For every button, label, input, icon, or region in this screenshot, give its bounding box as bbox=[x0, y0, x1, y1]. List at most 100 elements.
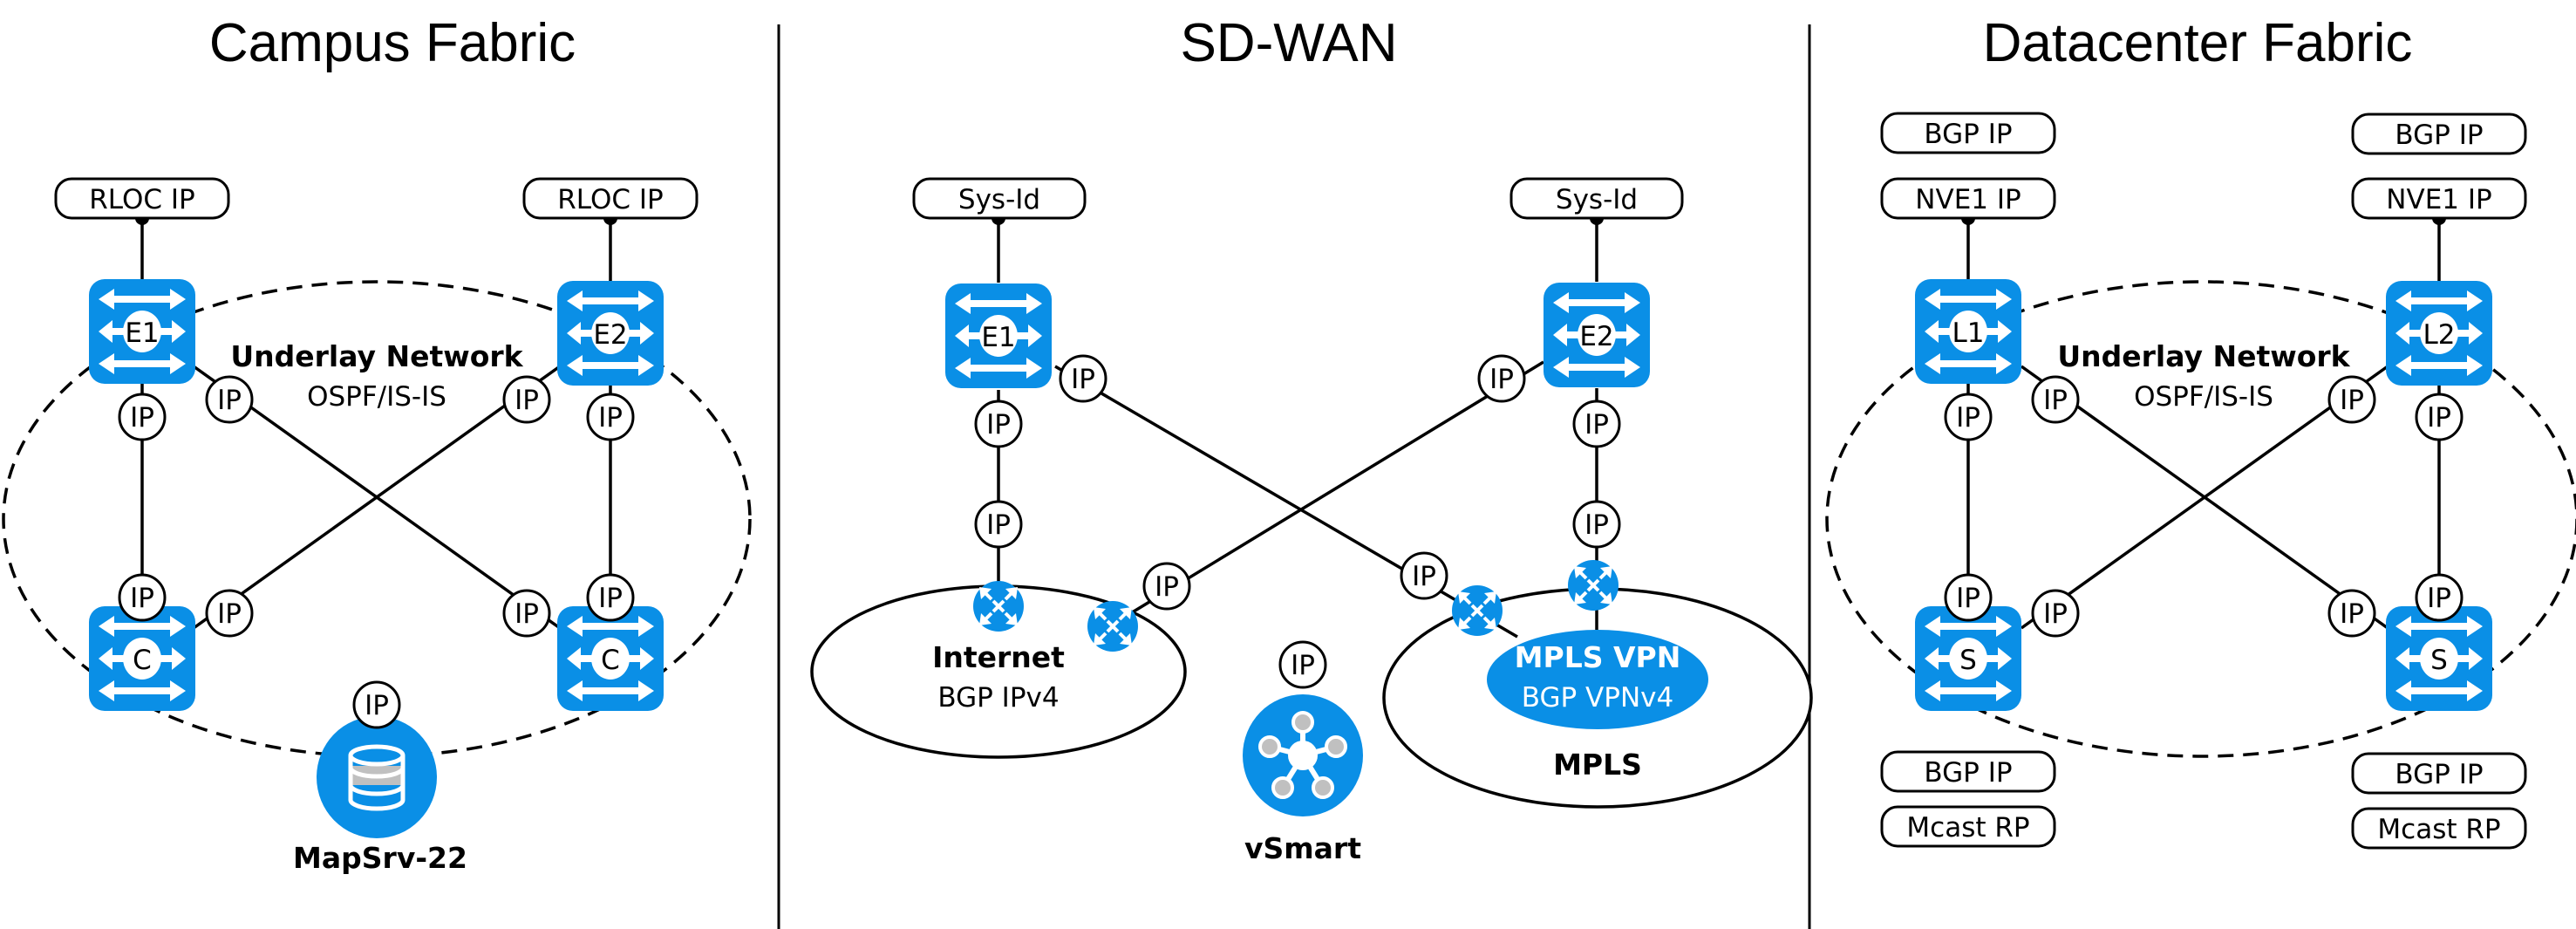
svg-text:IP: IP bbox=[2340, 385, 2364, 416]
svg-text:BGP IP: BGP IP bbox=[1924, 119, 2012, 150]
svg-text:RLOC IP: RLOC IP bbox=[89, 184, 194, 215]
control-switch-icon[interactable]: C bbox=[557, 606, 664, 711]
mcast-rp-label: Mcast RP bbox=[1880, 805, 2056, 848]
ip-badge: IP bbox=[1278, 640, 1327, 689]
ip-badge: IP bbox=[1059, 354, 1107, 403]
ip-badge: IP bbox=[2415, 573, 2464, 622]
internet-protocol: BGP IPv4 bbox=[937, 682, 1059, 714]
ip-badge: IP bbox=[1400, 551, 1448, 600]
panel-title: SD-WAN bbox=[1180, 13, 1397, 73]
svg-text:L2: L2 bbox=[2423, 319, 2456, 351]
rloc-label: RLOC IP bbox=[522, 177, 699, 220]
svg-text:IP: IP bbox=[2427, 402, 2451, 434]
svg-text:Mcast RP: Mcast RP bbox=[2377, 814, 2500, 845]
svg-text:IP: IP bbox=[217, 385, 242, 416]
router-icon[interactable] bbox=[971, 579, 1026, 633]
vsmart-controller-icon[interactable] bbox=[1243, 694, 1363, 816]
ip-badge: IP bbox=[586, 393, 635, 441]
svg-text:IP: IP bbox=[515, 385, 539, 416]
svg-text:IP: IP bbox=[1291, 650, 1315, 681]
svg-text:IP: IP bbox=[2340, 598, 2364, 630]
ip-badge: IP bbox=[352, 680, 401, 729]
svg-text:C: C bbox=[601, 645, 620, 676]
ip-badge: IP bbox=[2327, 589, 2376, 638]
server-label: MapSrv-22 bbox=[293, 841, 467, 875]
mcast-rp-label: Mcast RP bbox=[2351, 807, 2527, 850]
edge-switch-icon[interactable]: E1 bbox=[89, 279, 195, 384]
ip-badge: IP bbox=[118, 393, 167, 441]
leaf-switch-icon[interactable]: L2 bbox=[2386, 281, 2492, 386]
mpls-vpn-title: MPLS VPN bbox=[1515, 640, 1681, 674]
router-icon[interactable] bbox=[1450, 584, 1504, 638]
ip-badge: IP bbox=[1944, 393, 1993, 441]
svg-text:IP: IP bbox=[2427, 583, 2451, 614]
map-server-icon[interactable] bbox=[317, 716, 437, 838]
sys-id-label: Sys-Id bbox=[912, 177, 1087, 220]
svg-text:IP: IP bbox=[217, 598, 242, 630]
svg-text:IP: IP bbox=[2043, 598, 2068, 630]
router-icon[interactable] bbox=[1086, 599, 1140, 653]
spine-switch-icon[interactable]: S bbox=[1915, 606, 2021, 711]
svg-text:IP: IP bbox=[1584, 409, 1609, 441]
sys-id-label: Sys-Id bbox=[1509, 177, 1684, 220]
svg-text:IP: IP bbox=[598, 402, 623, 434]
ip-badge: IP bbox=[1944, 573, 1993, 622]
svg-text:E1: E1 bbox=[981, 322, 1015, 353]
svg-text:NVE1 IP: NVE1 IP bbox=[2386, 184, 2491, 215]
mpls-vpn-protocol: BGP VPNv4 bbox=[1522, 682, 1673, 714]
svg-text:IP: IP bbox=[986, 509, 1011, 541]
bgp-ip-label: BGP IP bbox=[1880, 112, 2056, 154]
svg-text:IP: IP bbox=[1155, 571, 1179, 603]
svg-text:C: C bbox=[133, 645, 152, 676]
ip-badge: IP bbox=[974, 500, 1023, 549]
edge-switch-icon[interactable]: E1 bbox=[945, 283, 1052, 388]
spine-switch-icon[interactable]: S bbox=[2386, 606, 2492, 711]
ip-badge: IP bbox=[205, 589, 254, 638]
mpls-vpn-bubble bbox=[1487, 630, 1708, 729]
svg-text:BGP IP: BGP IP bbox=[2395, 120, 2483, 151]
svg-text:IP: IP bbox=[598, 583, 623, 614]
svg-text:IP: IP bbox=[515, 598, 539, 630]
sdwan-panel: SD-WAN Sys-Id Sys-Id E1 E2 IP IP bbox=[810, 13, 1813, 865]
svg-text:IP: IP bbox=[130, 402, 154, 434]
bgp-ip-label: BGP IP bbox=[2351, 752, 2527, 795]
edge-switch-icon[interactable]: E2 bbox=[557, 281, 664, 386]
svg-text:E2: E2 bbox=[593, 319, 627, 351]
ip-badge: IP bbox=[502, 589, 551, 638]
ip-badge: IP bbox=[586, 573, 635, 622]
ip-badge: IP bbox=[118, 573, 167, 622]
control-switch-icon[interactable]: C bbox=[89, 606, 195, 711]
panel-title: Datacenter Fabric bbox=[1983, 13, 2413, 73]
underlay-boundary bbox=[1825, 280, 2576, 758]
ip-badge: IP bbox=[2031, 375, 2080, 424]
svg-text:Sys-Id: Sys-Id bbox=[1556, 184, 1638, 215]
ip-badge: IP bbox=[1142, 562, 1191, 611]
internet-title: Internet bbox=[932, 640, 1065, 674]
svg-text:L1: L1 bbox=[1952, 318, 1985, 349]
svg-text:BGP IP: BGP IP bbox=[1924, 757, 2012, 789]
ip-badge: IP bbox=[1572, 400, 1621, 448]
svg-text:E1: E1 bbox=[125, 318, 159, 349]
leaf-switch-icon[interactable]: L1 bbox=[1915, 279, 2021, 384]
ip-badge: IP bbox=[1477, 354, 1526, 403]
router-icon[interactable] bbox=[1566, 558, 1620, 612]
svg-text:IP: IP bbox=[986, 409, 1011, 441]
svg-text:E2: E2 bbox=[1579, 321, 1613, 352]
mpls-title: MPLS bbox=[1553, 748, 1642, 782]
nve-ip-label: NVE1 IP bbox=[1880, 177, 2056, 220]
svg-text:IP: IP bbox=[365, 690, 389, 721]
svg-text:NVE1 IP: NVE1 IP bbox=[1915, 184, 2021, 215]
datacenter-fabric-panel: Datacenter Fabric BGP IP BGP IP NVE1 IP … bbox=[1825, 13, 2576, 850]
svg-text:Sys-Id: Sys-Id bbox=[958, 184, 1040, 215]
svg-text:IP: IP bbox=[130, 583, 154, 614]
svg-text:IP: IP bbox=[1412, 561, 1436, 592]
svg-text:RLOC IP: RLOC IP bbox=[557, 184, 663, 215]
svg-text:IP: IP bbox=[2043, 385, 2068, 416]
edge-switch-icon[interactable]: E2 bbox=[1544, 283, 1650, 387]
svg-text:IP: IP bbox=[1956, 583, 1980, 614]
bgp-ip-label: BGP IP bbox=[1880, 750, 2056, 793]
bgp-ip-label: BGP IP bbox=[2351, 113, 2527, 155]
campus-fabric-panel: Campus Fabric RLOC IP RLOC IP E1 E2 C bbox=[2, 13, 752, 875]
svg-text:IP: IP bbox=[1956, 402, 1980, 434]
